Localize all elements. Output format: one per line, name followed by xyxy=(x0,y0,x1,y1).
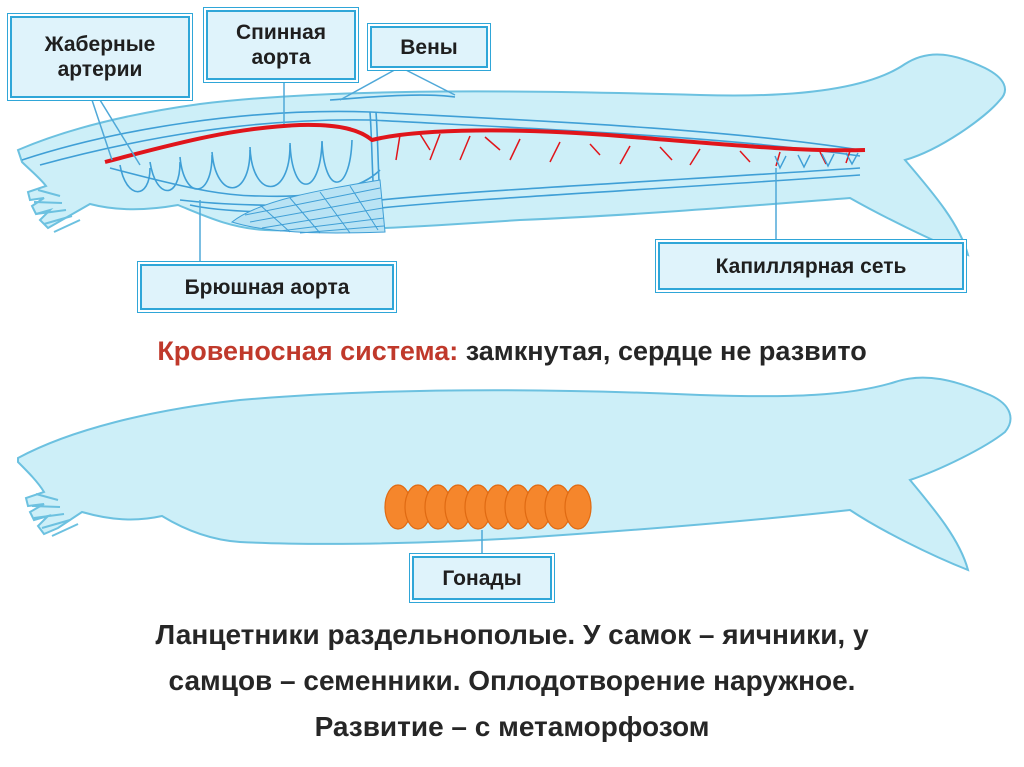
caption-reproduction: Ланцетники раздельнополые. У самок – яич… xyxy=(0,612,1024,750)
label-gill-arteries-line1: Жаберные xyxy=(45,32,156,57)
label-dorsal-aorta: Спинная аорта xyxy=(206,10,356,80)
lancelet-body-bottom xyxy=(18,378,1010,570)
label-dorsal-aorta-line2: аорта xyxy=(251,45,310,70)
label-dorsal-aorta-line1: Спинная xyxy=(236,20,326,45)
caption-reproduction-line3: Развитие – с метаморфозом xyxy=(0,704,1024,750)
label-ventral-aorta: Брюшная аорта xyxy=(140,264,394,310)
gonad-segment xyxy=(565,485,591,529)
label-capillary-network-text: Капиллярная сеть xyxy=(716,254,907,279)
caption-circulatory-heading: Кровеносная система: xyxy=(157,336,458,366)
label-ventral-aorta-text: Брюшная аорта xyxy=(185,275,350,300)
label-gonads-text: Гонады xyxy=(442,566,521,591)
caption-circulatory-text: замкнутая, сердце не развито xyxy=(458,336,866,366)
lancelet-reproductive xyxy=(18,378,1010,570)
label-gill-arteries-line2: артерии xyxy=(58,57,143,82)
caption-reproduction-line1: Ланцетники раздельнополые. У самок – яич… xyxy=(0,612,1024,658)
label-gonads: Гонады xyxy=(412,556,552,600)
label-veins-text: Вены xyxy=(400,35,457,60)
label-veins: Вены xyxy=(370,26,488,68)
caption-circulatory-system: Кровеносная система: замкнутая, сердце н… xyxy=(0,336,1024,367)
caption-reproduction-line2: самцов – семенники. Оплодотворение наруж… xyxy=(0,658,1024,704)
label-capillary-network: Капиллярная сеть xyxy=(658,242,964,290)
label-gill-arteries: Жаберные артерии xyxy=(10,16,190,98)
